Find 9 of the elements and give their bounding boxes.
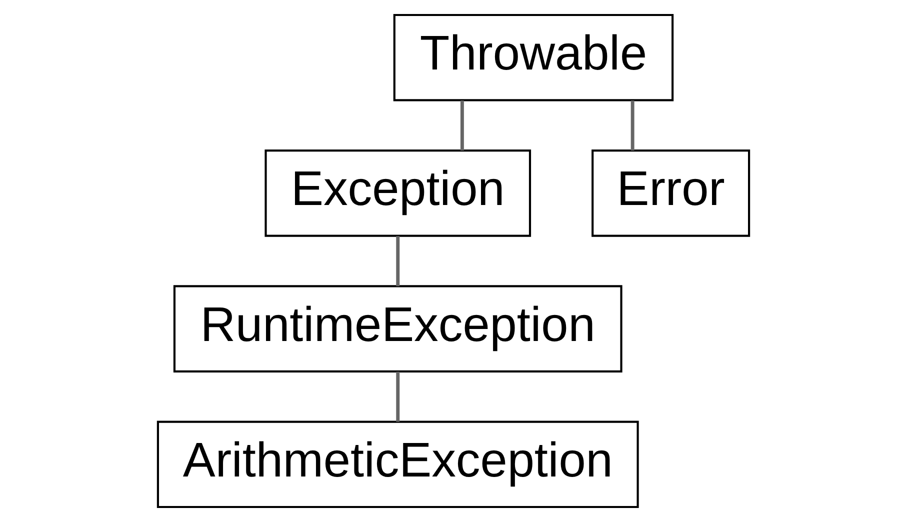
node-box: ArithmeticException <box>156 420 639 508</box>
connector <box>630 100 634 151</box>
connector <box>396 236 400 286</box>
node-box: Error <box>592 150 750 237</box>
connector <box>460 100 464 151</box>
node-box: Throwable <box>393 14 674 102</box>
connector <box>396 372 400 422</box>
node-box: Exception <box>264 150 532 237</box>
node-box: RuntimeException <box>173 285 622 372</box>
